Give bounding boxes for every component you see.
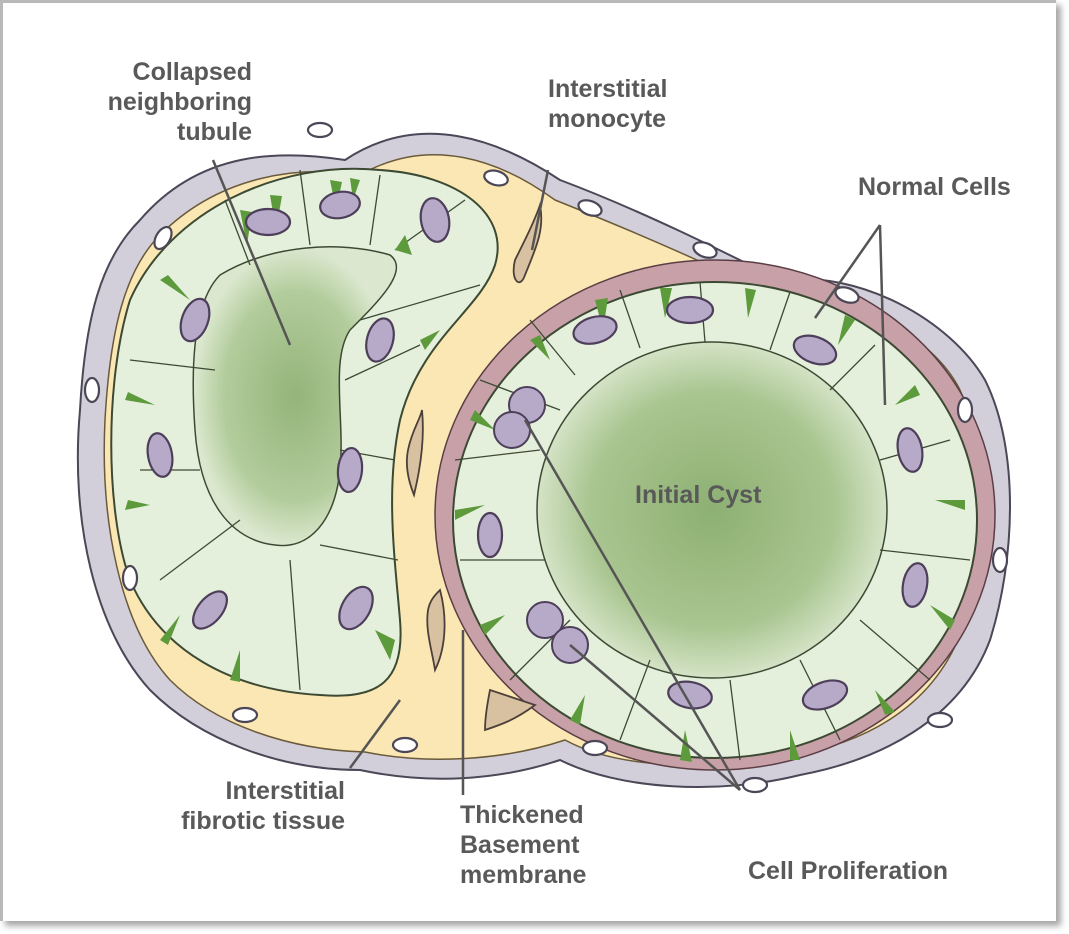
initial-cyst	[435, 260, 995, 770]
label-cell-proliferation: Cell Proliferation	[748, 856, 948, 886]
label-normal-cells: Normal Cells	[858, 172, 1011, 202]
label-initial-cyst: Initial Cyst	[635, 480, 761, 510]
label-interstitial-monocyte: Interstitial monocyte	[548, 74, 667, 134]
label-interstitial-fibrotic: Interstitial fibrotic tissue	[130, 776, 345, 836]
label-thickened-basement: Thickened Basement membrane	[460, 800, 586, 890]
label-collapsed-tubule: Collapsed neighboring tubule	[60, 57, 252, 147]
